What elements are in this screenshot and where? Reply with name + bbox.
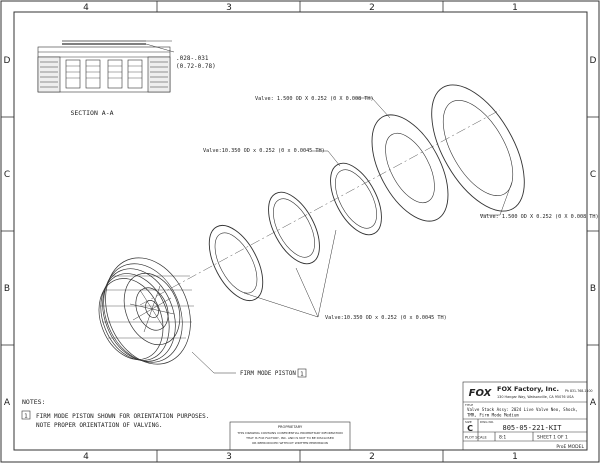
size-label: SIZE xyxy=(465,420,472,424)
size-value: C xyxy=(467,424,473,433)
callout-leaders xyxy=(191,97,513,374)
row-label-right-c: C xyxy=(590,170,596,180)
row-label-left-d: D xyxy=(4,56,11,66)
row-label-left-a: A xyxy=(4,398,11,408)
dwg-no-value: 805-05-221-KIT xyxy=(502,424,562,432)
dwg-no-label: DWG NO. xyxy=(480,420,494,424)
company-phone: Ph 831-768-1100 xyxy=(565,389,593,393)
drawing-title-line2: TMR, Firm Mode Medium xyxy=(467,413,519,418)
row-label-right-d: D xyxy=(590,56,597,66)
proprietary-line3: OR REPRODUCED WITHOUT WRITTEN PERMISSION xyxy=(252,441,328,445)
col-label-top-2: 2 xyxy=(369,3,375,13)
plot-scale-label: PLOT SCALE xyxy=(465,436,487,440)
col-label-top-3: 3 xyxy=(226,3,232,13)
piston-note-box xyxy=(297,368,307,378)
title-block xyxy=(462,381,588,451)
proprietary-line2: THAT IS FOX FACTORY, INC. AND IS NOT TO … xyxy=(245,436,335,440)
row-label-left-c: C xyxy=(4,170,10,180)
row-label-left-b: B xyxy=(4,284,10,294)
col-label-top-1: 1 xyxy=(512,3,518,13)
note-1-number: 1 xyxy=(24,414,28,420)
note-1-line2: NOTE PROPER ORIENTATION OF VALVING. xyxy=(36,422,162,429)
col-label-bottom-3: 3 xyxy=(226,452,232,462)
piston-note-ref: 1 xyxy=(300,372,304,378)
callout-valve-small-top: Valve:10.350 OD x 0.252 (0 x 0.0045 TH) xyxy=(203,148,325,154)
firm-mode-piston xyxy=(98,257,194,365)
note-1-line1: FIRM MODE PISTON SHOWN FOR ORIENTATION P… xyxy=(36,413,209,420)
callout-valve-large-top: Valve: 1.500 OD X 0.252 (0 X 0.008 TH) xyxy=(255,96,374,102)
col-label-top-4: 4 xyxy=(83,3,89,13)
proprietary-title: PROPRIETARY xyxy=(278,425,303,429)
note-1-box xyxy=(21,410,31,420)
valve-shim-large-2 xyxy=(371,114,449,222)
col-label-bottom-2: 2 xyxy=(369,452,375,462)
company-address: 130 Hangar Way, Watsonville, CA 95076 US… xyxy=(497,395,574,399)
svg-text:FOX: FOX xyxy=(469,388,493,399)
company-name: FOX Factory, Inc. xyxy=(497,385,559,393)
col-label-bottom-1: 1 xyxy=(512,452,518,462)
section-dimension-mm: (0.72-0.78) xyxy=(176,63,216,70)
notes-heading: NOTES: xyxy=(22,398,45,406)
proprietary-line1: THIS DRAWING CONTAINS CONFIDENTIAL PROPR… xyxy=(236,431,342,435)
row-label-right-a: A xyxy=(590,398,597,408)
valve-shim-small-1 xyxy=(330,162,382,236)
valve-shim-large-1 xyxy=(431,84,525,212)
title-label: TITLE xyxy=(464,403,473,407)
callout-valve-large-right: Valve: 1.500 OD X 0.252 (0 X 0.008 TH) xyxy=(480,214,599,220)
col-label-bottom-4: 4 xyxy=(83,452,89,462)
section-a-a-view xyxy=(37,40,175,93)
drawing-title-line1: Valve Stack Assy: 2024 Live Valve Neo, S… xyxy=(467,407,578,412)
assembly-centerline xyxy=(139,109,501,306)
callout-valve-small-bottom: Valve:10.350 OD x 0.252 (0 x 0.0045 TH) xyxy=(325,315,447,321)
valve-shim-small-3 xyxy=(208,225,264,301)
valve-shim-small-2 xyxy=(268,191,320,265)
plot-scale-value: 8:1 xyxy=(499,435,506,441)
row-label-right-b: B xyxy=(590,284,596,294)
section-dimension-inch: .028-.031 xyxy=(176,55,209,62)
fox-logo: FOX xyxy=(466,386,494,399)
section-label: SECTION A-A xyxy=(70,109,113,117)
callout-piston: FIRM MODE PISTON xyxy=(240,371,296,377)
proprietary-block: PROPRIETARY THIS DRAWING CONTAINS CONFID… xyxy=(229,421,351,451)
proe-model: ProE MODEL xyxy=(556,444,584,450)
sheet-number: SHEET 1 OF 1 xyxy=(537,435,568,441)
